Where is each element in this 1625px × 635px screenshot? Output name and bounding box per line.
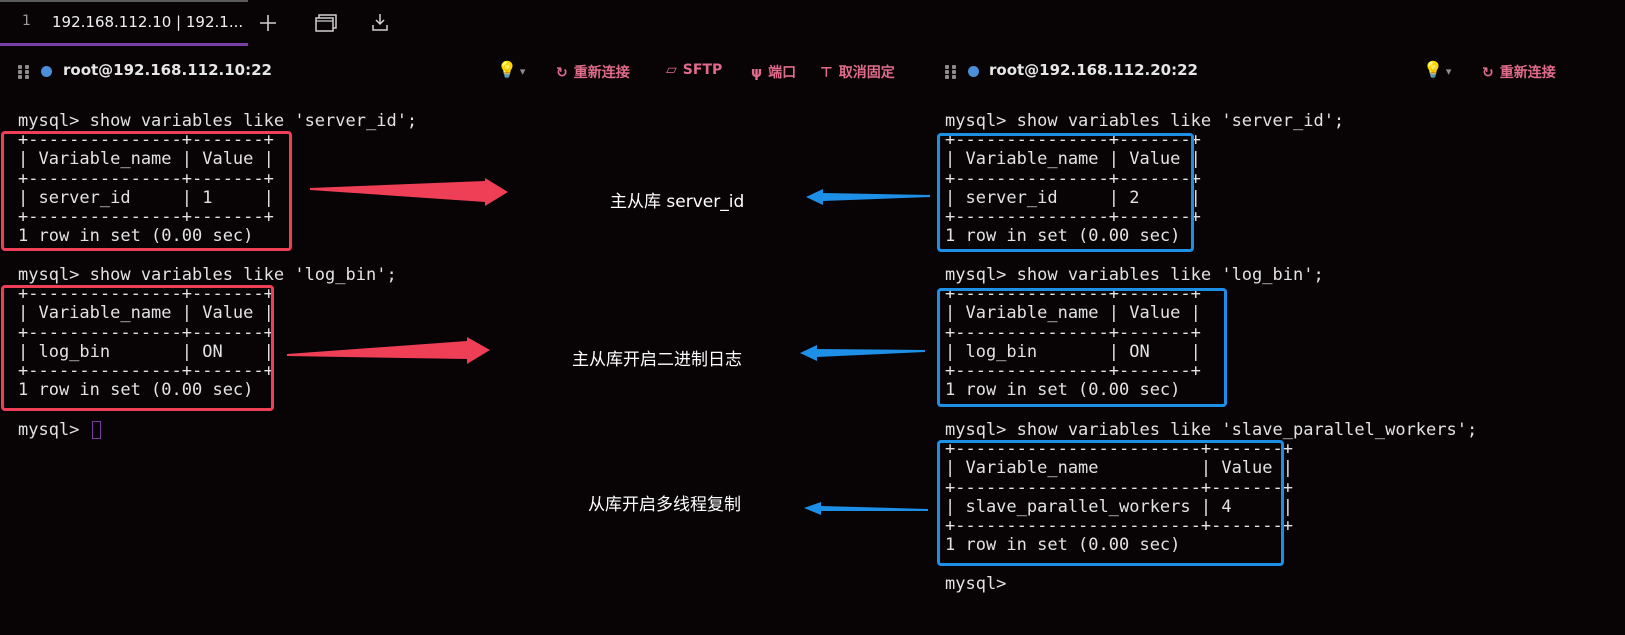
tips-bulb-icon[interactable]: 💡▾ xyxy=(497,60,526,79)
blue-arrow xyxy=(804,502,928,515)
tab-bar: 1 192.168.112.10 | 192.1... xyxy=(0,0,1625,46)
reconnect-button[interactable]: ↻重新连接 xyxy=(556,65,630,81)
prompt-text: mysql> xyxy=(18,420,90,440)
folder-icon: ▱ xyxy=(666,62,677,78)
unpin-button[interactable]: ⊤取消固定 xyxy=(820,65,895,81)
tab-title: 192.168.112.10 | 192.1... xyxy=(52,13,244,31)
reconnect-icon: ↻ xyxy=(1482,65,1494,81)
annotation-server-id: 主从库 server_id xyxy=(610,192,745,212)
right-server-id-highlight xyxy=(937,133,1194,252)
reconnect-button[interactable]: ↻重新连接 xyxy=(1482,65,1556,81)
reconnect-icon: ↻ xyxy=(556,65,568,81)
right-session-header: root@192.168.112.20:22 💡▾ ↻重新连接 xyxy=(940,58,1625,86)
plus-icon[interactable] xyxy=(255,10,281,36)
download-icon[interactable] xyxy=(367,10,393,36)
pin-icon: ⊤ xyxy=(820,65,833,81)
tab-index: 1 xyxy=(22,13,31,29)
result-table: +---------------+-------+ | Variable_nam… xyxy=(18,284,274,401)
terminal-command: mysql> show variables like 'slave_parall… xyxy=(945,420,1478,440)
tab-top-line xyxy=(0,0,248,2)
tips-bulb-icon[interactable]: 💡▾ xyxy=(1423,60,1452,79)
left-server-id-highlight xyxy=(1,131,292,251)
result-table: +------------------------+-------+ | Var… xyxy=(945,439,1293,556)
terminal-prompt[interactable]: mysql> xyxy=(18,420,101,440)
session-tab[interactable]: 1 192.168.112.10 | 192.1... xyxy=(0,0,248,46)
terminal-command: mysql> show variables like 'log_bin'; xyxy=(18,265,397,285)
connection-status-dot xyxy=(968,66,979,77)
drag-handle-icon[interactable] xyxy=(945,65,959,79)
left-log-bin-highlight xyxy=(1,285,274,411)
right-parallel-workers-highlight xyxy=(937,440,1284,566)
windows-icon[interactable] xyxy=(313,10,339,36)
red-arrow xyxy=(287,337,490,364)
terminal-command: mysql> show variables like 'server_id'; xyxy=(18,111,418,131)
text-cursor xyxy=(91,421,101,439)
terminal-command: mysql> show variables like 'log_bin'; xyxy=(945,265,1324,285)
connection-status-dot xyxy=(41,66,52,77)
drag-handle-icon[interactable] xyxy=(18,65,32,79)
right-log-bin-highlight xyxy=(937,288,1227,407)
result-table: +---------------+-------+ | Variable_nam… xyxy=(18,130,274,247)
plug-icon: ψ xyxy=(751,65,763,81)
red-arrow xyxy=(310,178,508,206)
annotation-multithread-replication: 从库开启多线程复制 xyxy=(588,495,741,515)
terminal-command: mysql> show variables like 'server_id'; xyxy=(945,111,1345,131)
sftp-button[interactable]: ▱SFTP xyxy=(666,62,723,78)
session-host: root@192.168.112.20:22 xyxy=(989,61,1198,79)
blue-arrow xyxy=(800,345,925,361)
blue-arrow xyxy=(806,189,930,205)
result-table: +---------------+-------+ | Variable_nam… xyxy=(945,130,1201,247)
annotation-binlog: 主从库开启二进制日志 xyxy=(572,350,742,370)
terminal-prompt[interactable]: mysql> xyxy=(945,574,1007,594)
session-host: root@192.168.112.10:22 xyxy=(63,61,272,79)
